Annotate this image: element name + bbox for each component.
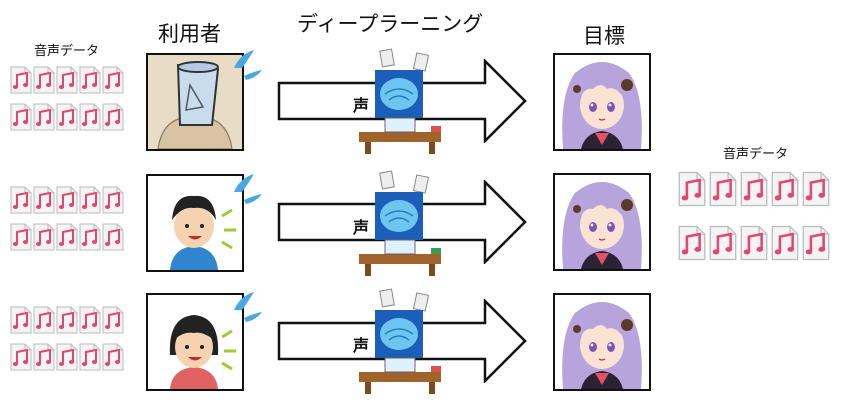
music-file-icon — [740, 171, 768, 207]
music-file-icon — [79, 103, 101, 131]
ai-badge: 声 — [353, 218, 370, 237]
music-file-icon — [56, 223, 78, 251]
music-file-icon — [678, 225, 706, 261]
target-panel-row1 — [553, 53, 651, 151]
user-panel-bucket-man — [146, 53, 244, 151]
music-file-icon — [56, 343, 78, 371]
music-file-icon — [56, 306, 78, 334]
music-file-icon — [709, 225, 737, 261]
music-file-icon — [740, 225, 768, 261]
music-file-icon — [10, 343, 32, 371]
music-file-icon — [79, 306, 101, 334]
splash-icon — [234, 50, 262, 80]
music-file-icon — [10, 223, 32, 251]
process-title: ディープラーニング — [297, 12, 484, 36]
music-file-icon — [33, 306, 55, 334]
purple-hair-girl-icon — [555, 175, 649, 269]
music-file-icon — [56, 186, 78, 214]
music-file-icon — [33, 186, 55, 214]
music-file-icon — [102, 103, 124, 131]
splash-icon — [234, 174, 262, 204]
music-file-icon — [771, 171, 799, 207]
user-panel-woman — [146, 293, 244, 391]
music-file-icon — [10, 66, 32, 94]
splash-icon — [234, 292, 262, 322]
music-file-icon — [10, 103, 32, 131]
music-file-icon — [771, 225, 799, 261]
purple-hair-girl-icon — [555, 295, 649, 389]
target-panel-row3 — [553, 293, 651, 391]
music-file-icon — [802, 225, 830, 261]
user-panel-man — [146, 174, 244, 272]
music-file-icon — [79, 343, 101, 371]
music-file-icon — [102, 66, 124, 94]
music-file-icon — [33, 223, 55, 251]
left-voice-data-label: 音声データ — [34, 44, 100, 59]
music-file-icon — [802, 171, 830, 207]
music-file-icon — [56, 103, 78, 131]
music-file-icon — [10, 186, 32, 214]
music-file-icon — [102, 343, 124, 371]
ai-badge: 声 — [353, 336, 370, 355]
music-file-icon — [102, 306, 124, 334]
music-file-icon — [56, 66, 78, 94]
music-file-icon — [102, 186, 124, 214]
target-panel-row2 — [553, 173, 651, 271]
music-file-icon — [79, 186, 101, 214]
ai-badge: 声 — [353, 96, 370, 115]
music-file-icon — [33, 103, 55, 131]
music-file-icon — [709, 171, 737, 207]
music-file-icon — [102, 223, 124, 251]
music-file-icon — [678, 171, 706, 207]
music-file-icon — [33, 66, 55, 94]
right-voice-data-label: 音声データ — [723, 147, 789, 162]
music-file-icon — [79, 66, 101, 94]
users-title: 利用者 — [158, 22, 221, 46]
music-file-icon — [33, 343, 55, 371]
ai-learner-icon-row2: 声 — [345, 170, 453, 276]
music-file-icon — [79, 223, 101, 251]
target-title: 目標 — [583, 24, 625, 48]
ai-learner-icon-row3: 声 — [345, 288, 453, 394]
purple-hair-girl-icon — [555, 55, 649, 149]
music-file-icon — [10, 306, 32, 334]
ai-learner-icon-row1: 声 — [345, 48, 453, 154]
